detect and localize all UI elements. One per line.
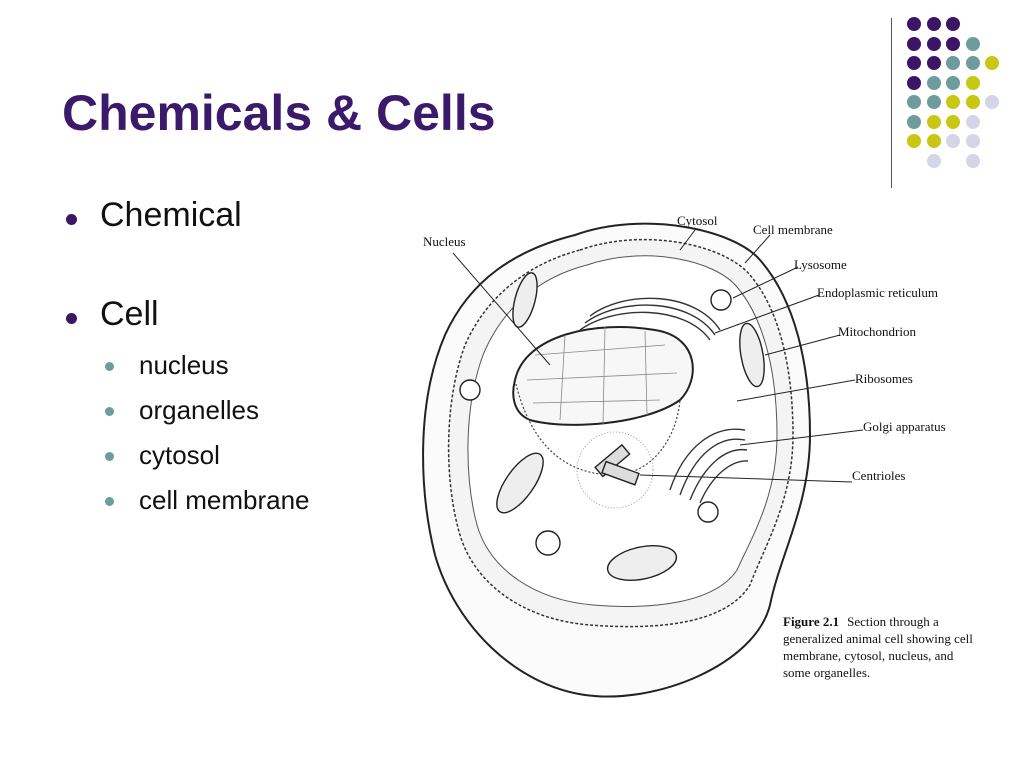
bullet-list: Chemical Cell nucleus organelles cytosol…: [66, 195, 396, 524]
label-nucleus: Nucleus: [423, 234, 466, 249]
figure-caption-text: Section through a generalized animal cel…: [783, 614, 973, 680]
divider-line: [891, 18, 892, 188]
decorative-dot: [965, 56, 980, 70]
label-lysosome: Lysosome: [794, 257, 847, 272]
decorative-dot: [926, 36, 941, 51]
sub-bullet-organelles: organelles: [66, 388, 396, 433]
vesicle-shape: [459, 379, 481, 401]
decorative-dot: [965, 95, 980, 109]
decorative-dot: [926, 95, 941, 109]
endoplasmic-reticulum-shape: [579, 297, 721, 341]
decorative-dot: [926, 114, 941, 129]
decorative-dot: [926, 153, 941, 168]
decorative-dot: [926, 75, 941, 90]
decorative-dot: [946, 17, 960, 31]
mitochondrion-shape-2: [739, 322, 765, 388]
decorative-dot: [907, 114, 921, 129]
vesicle-shape-2: [535, 530, 561, 556]
decorative-dot: [946, 114, 960, 129]
decorative-dot: [926, 17, 941, 31]
figure-number: Figure 2.1: [783, 614, 840, 629]
mitochondrion-shape-3: [496, 452, 544, 514]
label-centrioles: Centrioles: [852, 468, 906, 483]
decorative-dot: [965, 134, 980, 148]
centrosome-region: [576, 431, 654, 509]
decorative-dot: [907, 56, 921, 70]
sub-bullet-nucleus: nucleus: [66, 343, 396, 388]
decorative-dot: [965, 75, 980, 90]
cell-diagram-figure: Nucleus Cytosol Cell membrane Lysosome E…: [415, 205, 1005, 705]
decorative-dot: [926, 134, 941, 148]
decorative-dot: [946, 75, 960, 90]
sub-bullet-cell-membrane: cell membrane: [66, 478, 396, 523]
bullet-chemical: Chemical: [66, 195, 396, 236]
label-golgi-apparatus: Golgi apparatus: [863, 419, 946, 434]
nucleus-shape: [512, 326, 694, 476]
label-cytosol: Cytosol: [677, 213, 718, 228]
decorative-dot: [907, 17, 921, 31]
decorative-dot: [907, 134, 921, 148]
decorative-dot: [985, 56, 999, 70]
decorative-dot: [946, 95, 960, 109]
label-cell-membrane: Cell membrane: [753, 222, 833, 237]
decorative-dot: [946, 56, 960, 70]
decorative-dot: [907, 95, 921, 109]
label-mitochondrion: Mitochondrion: [838, 324, 916, 339]
mitochondrion-shape-4: [606, 545, 678, 581]
decorative-dot: [907, 36, 921, 51]
sub-bullet-cytosol: cytosol: [66, 433, 396, 478]
decorative-dot: [985, 95, 999, 109]
decorative-dot: [946, 36, 960, 51]
decorative-dot: [907, 75, 921, 90]
bullet-cell: Cell: [66, 294, 396, 335]
leader-lines: [452, 229, 864, 483]
label-ribosomes: Ribosomes: [855, 371, 913, 386]
cell-diagram: [422, 222, 864, 698]
lysosome-shape: [710, 289, 732, 311]
decorative-dot: [946, 134, 960, 148]
decorative-dot: [926, 56, 941, 70]
vesicle-shape-3: [697, 501, 719, 523]
decorative-dot: [965, 114, 980, 129]
decorative-dot: [965, 153, 980, 168]
decorative-dot: [965, 36, 980, 51]
centrioles-shape: [594, 443, 640, 486]
slide-title: Chemicals & Cells: [62, 85, 496, 141]
label-endoplasmic-reticulum: Endoplasmic reticulum: [817, 285, 938, 300]
